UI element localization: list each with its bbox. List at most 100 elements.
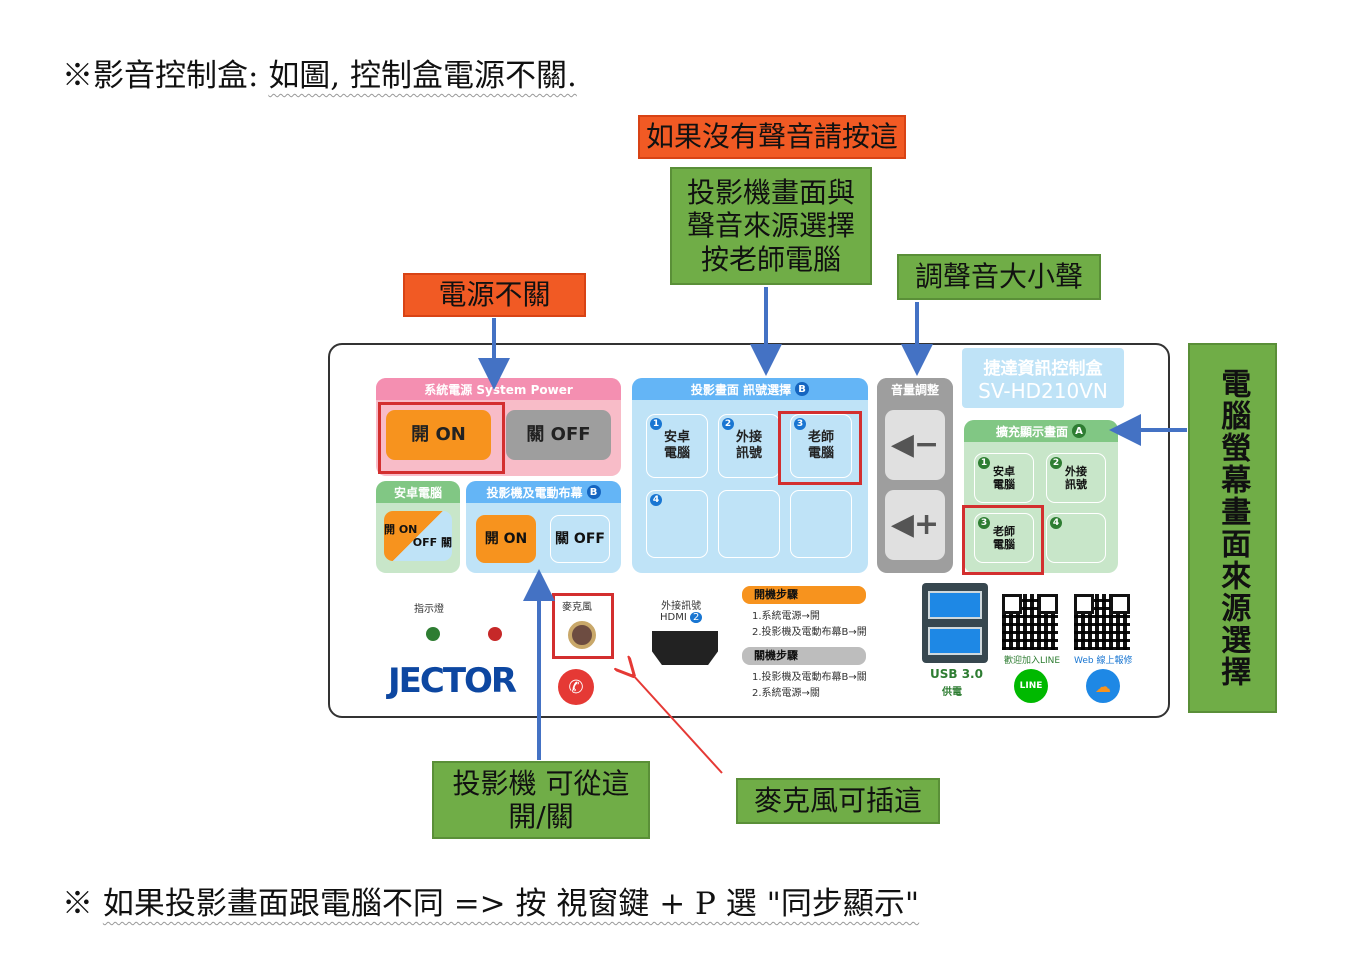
volume-down-button[interactable]: ◀− [885, 410, 945, 480]
shutdown-title: 關機步驟 [742, 647, 866, 665]
projection-source-4-num: 4 [650, 494, 662, 506]
heading-underlined: 如圖, 控制盒電源不關. [268, 58, 577, 94]
footer-note: ※ 如果投影畫面跟電腦不同 => 按 視窗鍵 + P 選 "同步顯示" [62, 878, 919, 923]
usb-label: USB 3.0 [930, 667, 983, 681]
extended-source-2-label: 外接 訊號 [1065, 464, 1087, 491]
volume-section: 音量調整 ◀− ◀+ [877, 378, 953, 573]
extended-display-title-text: 擴充顯示畫面 [995, 424, 1068, 439]
startup-step-2: 2.投影機及電動布幕B→開 [752, 627, 867, 638]
callout-power-on: 電源不關 [403, 273, 586, 317]
callout-screen-source: 電腦螢幕畫面來源選擇 [1188, 343, 1277, 713]
projection-source-5-button[interactable] [718, 490, 780, 558]
speaker-icon: ◀ [890, 507, 914, 542]
projection-select-badge: B [795, 382, 810, 396]
footer-prefix: ※ [62, 886, 103, 922]
jector-logo: JECTOR [388, 661, 517, 701]
indicator-label: 指示燈 [414, 604, 444, 615]
line-icon: LINE [1014, 669, 1048, 703]
android-section: 安卓電腦 開 ON OFF 關 [376, 481, 460, 573]
hdmi-label-text: 外接訊號 HDMI [660, 601, 702, 623]
mic-label: 麥克風 [562, 602, 592, 613]
android-toggle-button[interactable]: 開 ON OFF 關 [384, 511, 452, 561]
projection-source-2-num: 2 [722, 418, 734, 430]
extended-source-4-button[interactable]: 4 [1046, 513, 1106, 563]
cloud-icon: ☁ [1086, 669, 1120, 703]
projection-select-title-text: 投影畫面 訊號選擇 [690, 382, 792, 397]
projection-source-4-button[interactable]: 4 [646, 490, 708, 558]
control-panel: 捷達資訊控制盒 SV-HD210VN 系統電源 System Power 開 O… [328, 343, 1170, 718]
projector-off-button[interactable]: 關 OFF [550, 515, 610, 563]
speaker-icon: ◀ [890, 427, 914, 462]
startup-step-1: 1.系統電源→開 [752, 611, 820, 622]
brand-box: 捷達資訊控制盒 SV-HD210VN [962, 348, 1124, 408]
extended-source-1-num: 1 [978, 457, 990, 469]
projector-screen-section: 投影機及電動布幕 B 開 ON 關 OFF [466, 481, 621, 573]
red-indicator-light [488, 627, 502, 641]
projector-screen-title: 投影機及電動布幕 B [466, 481, 621, 503]
extended-source-3-label: 老師 電腦 [993, 524, 1015, 551]
model-name: SV-HD210VN [978, 379, 1108, 403]
volume-title: 音量調整 [877, 378, 953, 400]
system-power-off-button[interactable]: 關 OFF [506, 410, 611, 460]
volume-down-label: − [913, 427, 940, 462]
projection-source-2-label: 外接 訊號 [735, 430, 762, 461]
usb-ports[interactable] [922, 583, 988, 663]
callout-source-select: 投影機畫面與 聲音來源選擇 按老師電腦 [670, 167, 872, 285]
extended-display-title: 擴充顯示畫面 A [964, 420, 1118, 442]
footer-underlined: 如果投影畫面跟電腦不同 => 按 視窗鍵 + P 選 "同步顯示" [102, 886, 920, 922]
shutdown-step-1: 1.投影機及電動布幕B→關 [752, 672, 867, 683]
qr-line-label: 歡迎加入LINE [1004, 656, 1061, 666]
hdmi-port[interactable] [652, 631, 718, 665]
arrow-mic [632, 674, 723, 774]
extended-source-4-num: 4 [1050, 517, 1062, 529]
mic-port-box [552, 593, 614, 659]
projector-screen-badge: B [586, 485, 601, 499]
microphone-icon: ✆ [558, 669, 594, 705]
projection-select-title: 投影畫面 訊號選擇 B [632, 378, 868, 400]
android-toggle-off: OFF 關 [412, 536, 452, 549]
android-toggle-on: 開 ON [384, 522, 418, 536]
callout-volume: 調聲音大小聲 [897, 254, 1101, 300]
highlight-teacher-pc-extended [962, 505, 1044, 575]
extended-source-1-label: 安卓 電腦 [993, 464, 1015, 491]
callout-mic: 麥克風可插這 [736, 778, 940, 824]
android-title: 安卓電腦 [376, 481, 460, 503]
volume-up-button[interactable]: ◀+ [885, 490, 945, 560]
projection-source-3-label: 老師 電腦 [807, 430, 834, 461]
hdmi-label: 外接訊號 HDMI 2 [660, 597, 703, 623]
heading-prefix: ※影音控制盒: [62, 58, 269, 94]
volume-up-label: + [913, 507, 940, 542]
projection-source-6-button[interactable] [790, 490, 852, 558]
green-indicator-light [426, 627, 440, 641]
startup-title: 開機步驟 [742, 586, 866, 604]
projection-source-3-num: 3 [794, 418, 806, 430]
highlight-power-on [378, 402, 505, 474]
highlight-teacher-pc [778, 411, 862, 485]
callout-no-sound: 如果沒有聲音請按這 [638, 115, 906, 159]
qr-web-label: Web 線上報修 [1074, 656, 1133, 666]
extended-display-badge: A [1072, 424, 1086, 438]
brand-title: 捷達資訊控制盒 [983, 359, 1103, 379]
web-qr-code [1074, 594, 1130, 650]
hdmi-badge: 2 [689, 612, 703, 623]
shutdown-step-2: 2.系統電源→關 [752, 688, 820, 699]
projector-on-button[interactable]: 開 ON [476, 515, 536, 563]
mic-port[interactable] [568, 621, 596, 649]
usb-sub-label: 供電 [942, 687, 962, 698]
projection-source-1-num: 1 [650, 418, 662, 430]
system-power-section: 系統電源 System Power 開 ON 關 OFF [376, 378, 621, 476]
callout-projector: 投影機 可從這 開/關 [432, 761, 650, 839]
system-power-on-button[interactable]: 開 ON [386, 410, 491, 460]
page-heading: ※影音控制盒: 如圖, 控制盒電源不關. [62, 50, 577, 95]
extended-source-3-num: 3 [978, 517, 990, 529]
extended-source-2-num: 2 [1050, 457, 1062, 469]
